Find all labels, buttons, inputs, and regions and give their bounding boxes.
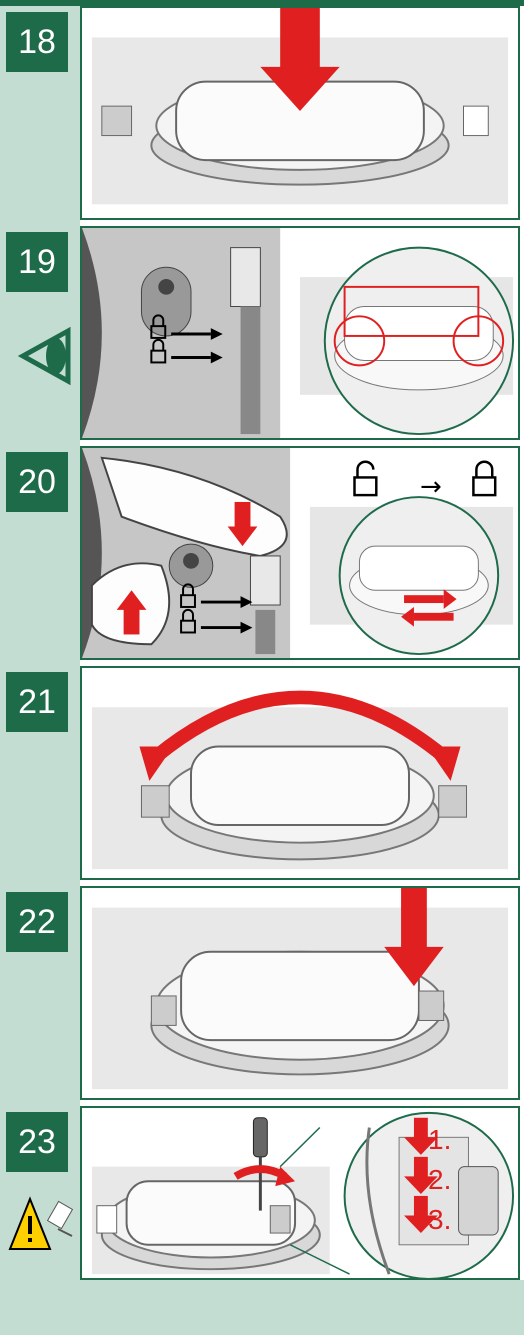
rotate-arrows-icon — [401, 589, 457, 627]
step-number: 19 — [6, 232, 68, 292]
substep-1: 1. — [428, 1124, 452, 1155]
arrow-down-red — [227, 501, 258, 547]
eye-icon — [18, 326, 71, 386]
step-illustration — [80, 226, 520, 440]
substep-3: 3. — [428, 1204, 452, 1235]
step-number: 23 — [6, 1112, 68, 1172]
step-illustration — [80, 1106, 520, 1280]
step-number: 20 — [6, 452, 68, 512]
bottom-rail — [0, 1280, 524, 1335]
step-illustration — [80, 446, 520, 660]
lock-transition-arrow: → — [420, 472, 442, 502]
arrow-up-red — [116, 590, 147, 635]
step-number: 18 — [6, 12, 68, 72]
step-number: 21 — [6, 672, 68, 732]
arrow-down-icon — [260, 8, 340, 112]
lock-open-icon — [180, 583, 196, 608]
lock-open-icon — [353, 460, 378, 497]
lock-closed-icon — [180, 609, 196, 634]
step-20: 20 — [0, 446, 524, 660]
step-illustration — [80, 6, 520, 220]
top-bar — [0, 0, 524, 6]
substep-2: 2. — [428, 1164, 452, 1195]
step-number: 22 — [6, 892, 68, 952]
step-18: 18 — [0, 6, 524, 220]
curved-arrow-icon — [139, 690, 461, 781]
arrow-down-red — [404, 1117, 438, 1234]
lock-closed-icon — [472, 460, 497, 497]
arrow-down-icon — [384, 888, 444, 987]
warning-icon — [8, 1196, 74, 1250]
step-23: 23 — [0, 1106, 524, 1280]
step-illustration — [80, 886, 520, 1100]
step-19: 19 — [0, 226, 524, 440]
step-illustration — [80, 666, 520, 880]
step-21: 21 — [0, 666, 524, 880]
lock-closed-icon — [150, 314, 167, 339]
lock-open-icon — [150, 338, 167, 364]
screwdriver-icon — [233, 1117, 296, 1211]
step-22: 22 — [0, 886, 524, 1100]
